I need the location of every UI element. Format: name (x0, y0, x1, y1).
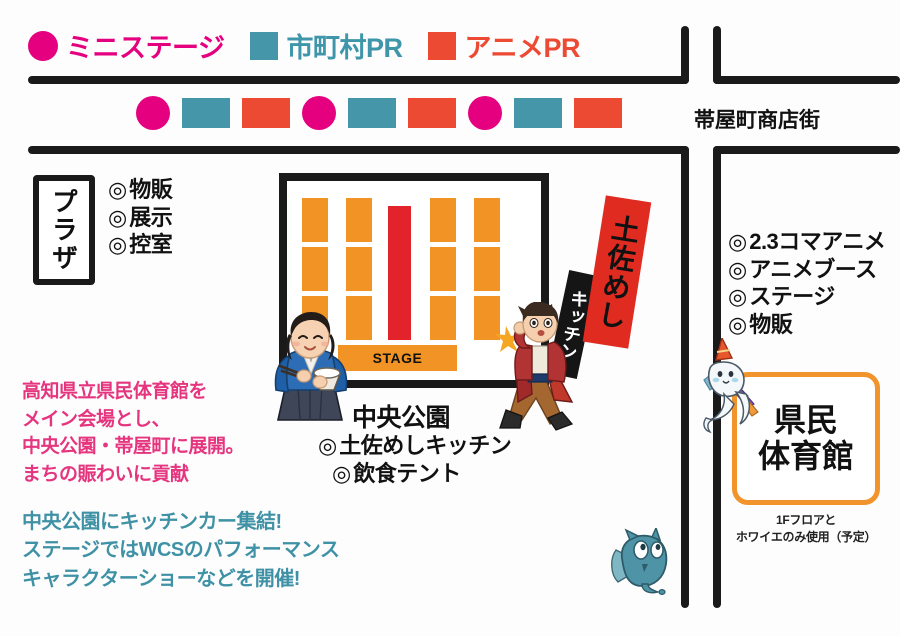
list-item: ◎ 物販 (728, 311, 885, 339)
kenmin-gym-caption-line1: 1Fフロアと (776, 513, 836, 527)
stage-bar-label: STAGE (372, 350, 423, 366)
pink-description-text: 高知県立県民体育館を メイン会場とし、 中央公園・帯屋町に展開。 まちの賑わいに… (22, 378, 245, 488)
road-lower-horizontal-left (28, 146, 689, 154)
legend-item-anime-pr: アニメPR (428, 26, 580, 65)
tile-anime-pr-1 (242, 98, 290, 128)
legend-label-municipal-pr: 市町村PR (286, 33, 403, 63)
tile-mini-stage-2 (302, 96, 336, 130)
kenmin-item-label-0: 2.3コマアニメ (749, 229, 886, 254)
tile-municipal-pr-2 (348, 98, 396, 128)
booth-cell-center-red (388, 206, 411, 340)
teal-square-swatch-icon (250, 31, 279, 60)
road-upper-horizontal-right (713, 76, 900, 84)
plaza-box-label: プラザ (48, 188, 79, 272)
white-mascot-with-hat-illustration (696, 336, 774, 438)
kenmin-gym-box-line1: 県民 (773, 402, 838, 439)
booth-cell (302, 247, 328, 291)
kimono-woman-eating-rice-illustration (258, 312, 362, 424)
legend-item-mini-stage: ミニステージ (28, 26, 225, 65)
pink-line-2: 中央公園・帯屋町に展開。 (22, 436, 245, 458)
double-circle-icon: ◎ (728, 284, 748, 309)
teal-line-0: 中央公園にキッチンカー集結! (22, 511, 282, 533)
teal-line-1: ステージではWCSのパフォーマンス (22, 539, 340, 562)
booth-cell (474, 296, 500, 340)
plaza-item-label-0: 物販 (129, 177, 173, 202)
kenmin-gym-caption-line2: ホワイエのみ使用（予定） (735, 530, 877, 545)
tile-municipal-pr-3 (514, 98, 562, 128)
booth-cell (474, 247, 500, 291)
stage-bar: STAGE (338, 345, 457, 371)
double-circle-icon: ◎ (332, 460, 352, 486)
booth-cell (346, 198, 372, 242)
pink-circle-swatch-icon (28, 30, 58, 61)
double-circle-icon: ◎ (728, 256, 748, 282)
pink-line-1: メイン会場とし、 (22, 408, 171, 430)
tile-mini-stage-3 (468, 96, 502, 130)
list-item: ◎ 飲食テント (318, 460, 511, 488)
double-circle-icon: ◎ (728, 311, 748, 337)
double-circle-icon: ◎ (318, 433, 338, 458)
double-circle-icon: ◎ (728, 229, 748, 254)
kenmin-item-label-2: ステージ (749, 284, 835, 309)
tosa-meshi-banner-label: 土佐めし (593, 212, 642, 332)
plaza-box: プラザ (33, 175, 95, 285)
kenmin-gym-box-line2: 体育館 (757, 437, 854, 474)
list-item: ◎ 土佐めしキッチン (318, 432, 512, 460)
central-park-facility-list: ◎ 土佐めしキッチン ◎ 飲食テント (318, 432, 512, 488)
kenmin-item-label-3: 物販 (749, 311, 793, 337)
booth-cell (346, 296, 372, 340)
kenmin-gym-box-label: 県民 体育館 (757, 402, 854, 474)
list-item: ◎ 2.3コマアニメ (728, 228, 886, 256)
booth-cell (302, 198, 328, 242)
park-item-label-0: 土佐めしキッチン (339, 433, 512, 458)
tile-municipal-pr-1 (182, 98, 230, 128)
kenmin-gym-caption: 1Fフロアと ホワイエのみ使用（予定） (724, 512, 888, 547)
road-vertical-left-upper (681, 26, 689, 84)
list-item: ◎ 展示 (108, 204, 173, 232)
double-circle-icon: ◎ (108, 204, 128, 230)
teal-line-2: キャラクターショーなどを開催! (22, 567, 300, 590)
plaza-item-label-2: 控室 (129, 232, 173, 257)
shopping-street-tiles (136, 96, 622, 130)
list-item: ◎ アニメブース (728, 256, 885, 284)
booth-cell (430, 198, 456, 242)
booth-cell (346, 247, 372, 291)
legend: ミニステージ 市町村PR アニメPR (28, 26, 580, 65)
kenmin-gym-box: 県民 体育館 (732, 372, 880, 505)
park-item-label-1: 飲食テント (353, 460, 461, 486)
list-item: ◎ ステージ (728, 283, 885, 311)
tile-mini-stage-1 (136, 96, 170, 130)
plaza-item-label-1: 展示 (129, 204, 173, 230)
booth-cell (430, 247, 456, 291)
tosa-meshi-banner: 土佐めし (582, 195, 652, 349)
kenmin-item-label-1: アニメブース (749, 256, 877, 282)
legend-item-municipal-pr: 市町村PR (250, 26, 403, 65)
list-item: ◎ 物販 (108, 176, 173, 204)
road-vertical-right-upper (713, 26, 721, 84)
red-coat-man-illustration (492, 301, 588, 436)
plaza-facility-list: ◎ 物販 ◎ 展示 ◎ 控室 (108, 176, 173, 259)
road-upper-horizontal-left (28, 76, 689, 84)
pink-line-0: 高知県立県民体育館を (22, 381, 208, 402)
booth-cell (474, 198, 500, 242)
teal-description-text: 中央公園にキッチンカー集結! ステージではWCSのパフォーマンス キャラクターシ… (22, 508, 340, 593)
red-square-swatch-icon (428, 31, 457, 60)
shopping-street-label: 帯屋町商店街 (694, 109, 820, 132)
tile-anime-pr-3 (574, 98, 622, 128)
road-vertical-left-lower (681, 146, 689, 608)
double-circle-icon: ◎ (108, 177, 128, 202)
pink-line-3: まちの賑わいに貢献 (22, 463, 189, 485)
legend-label-anime-pr: アニメPR (464, 33, 580, 63)
road-lower-horizontal-right (713, 146, 900, 154)
kenmin-gym-facility-list: ◎ 2.3コマアニメ ◎ アニメブース ◎ ステージ ◎ 物販 (728, 228, 886, 339)
central-park-title: 中央公園 (352, 404, 451, 432)
list-item: ◎ 控室 (108, 231, 173, 259)
double-circle-icon: ◎ (108, 232, 128, 257)
blue-blob-mascot-illustration (608, 525, 680, 600)
tile-anime-pr-2 (408, 98, 456, 128)
booth-cell (430, 296, 456, 340)
legend-label-mini-stage: ミニステージ (66, 33, 225, 63)
